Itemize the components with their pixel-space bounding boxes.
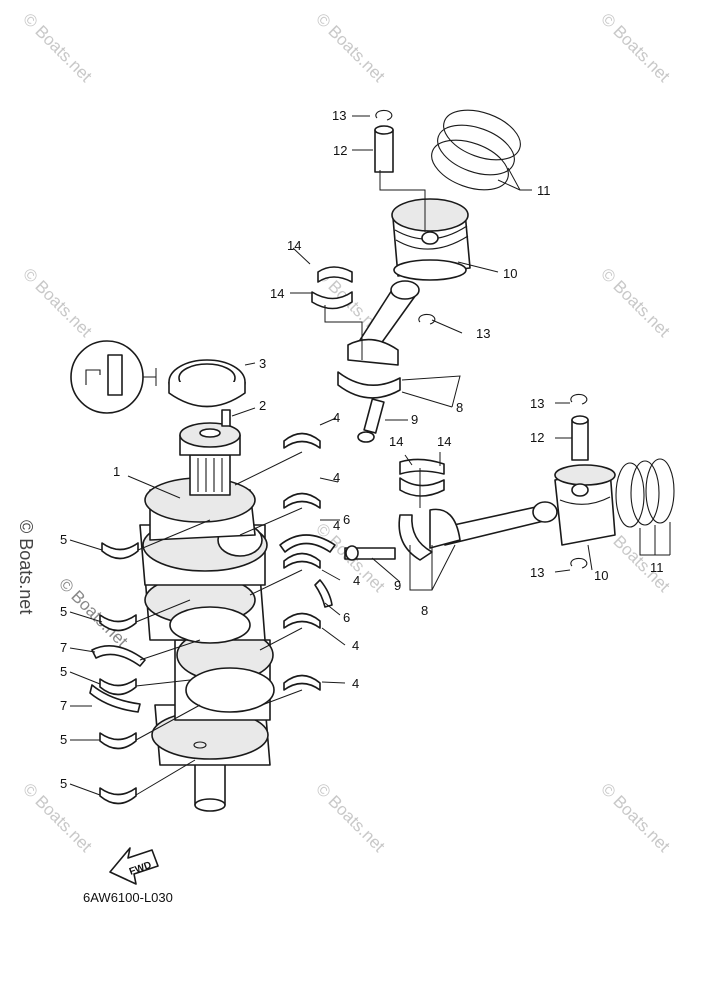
piston-lower [554,415,616,546]
callout-7: 7 [60,698,67,713]
fwd-arrow: FWD [109,847,159,885]
thrust-washers-upper [279,534,336,608]
callout-6: 6 [343,512,350,527]
callout-2: 2 [259,398,266,413]
connecting-rod-upper [337,280,420,443]
clip-upper [375,109,436,325]
callout-5: 5 [60,532,67,547]
callout-10: 10 [594,568,608,583]
callout-9: 9 [394,578,401,593]
callout-5: 5 [60,776,67,791]
watermark: © Boats.net [597,779,674,856]
callout-4: 4 [353,573,360,588]
connecting-rod-lower [344,501,558,561]
diagram-code: 6AW6100-L030 [83,890,173,905]
thrust-washers [89,644,146,713]
callout-13: 13 [332,108,346,123]
rod-bearings-lower [399,458,445,497]
callout-13: 13 [476,326,490,341]
callout-8: 8 [456,400,463,415]
callout-9: 9 [411,412,418,427]
callout-4: 4 [333,410,340,425]
callout-8: 8 [421,603,428,618]
callout-13: 13 [530,565,544,580]
rod-bearings-upper [311,266,353,310]
oil-seal [168,359,246,408]
callout-11: 11 [650,560,664,575]
leader-lines [69,115,671,796]
callout-4: 4 [352,676,359,691]
callout-12: 12 [530,430,544,445]
watermark: © Boats.net [19,779,96,856]
callout-3: 3 [259,356,266,371]
watermark: © Boats.net [597,9,674,86]
callout-5: 5 [60,664,67,679]
callout-4: 4 [333,518,340,533]
callout-4: 4 [333,470,340,485]
watermark: © Boats.net [19,264,96,341]
callout-14: 14 [389,434,403,449]
main-bearings-upper [283,432,321,691]
callouts: 13 12 11 10 14 14 13 3 2 8 9 4 13 12 14 … [60,108,664,905]
main-bearings-lower [99,542,139,805]
piston-rings-lower [615,458,675,528]
detail-inset [70,340,157,414]
watermark: © Boats.net [19,9,96,86]
callout-13: 13 [530,396,544,411]
callout-10: 10 [503,266,517,281]
callout-4: 4 [352,638,359,653]
callout-12: 12 [333,143,347,158]
watermark: © Boats.net [16,520,36,614]
callout-14: 14 [287,238,301,253]
callout-7: 7 [60,640,67,655]
callout-14: 14 [437,434,451,449]
crankshaft [139,409,275,812]
callout-1: 1 [113,464,120,479]
callout-6: 6 [343,610,350,625]
piston-upper [374,125,471,281]
callout-5: 5 [60,604,67,619]
clip-lower [570,393,588,569]
piston-rings-upper [431,109,521,191]
watermark: © Boats.net [597,264,674,341]
callout-5: 5 [60,732,67,747]
watermark: © Boats.net [312,9,389,86]
watermark: © Boats.net [312,779,389,856]
callout-14: 14 [270,286,284,301]
callout-11: 11 [537,183,551,198]
